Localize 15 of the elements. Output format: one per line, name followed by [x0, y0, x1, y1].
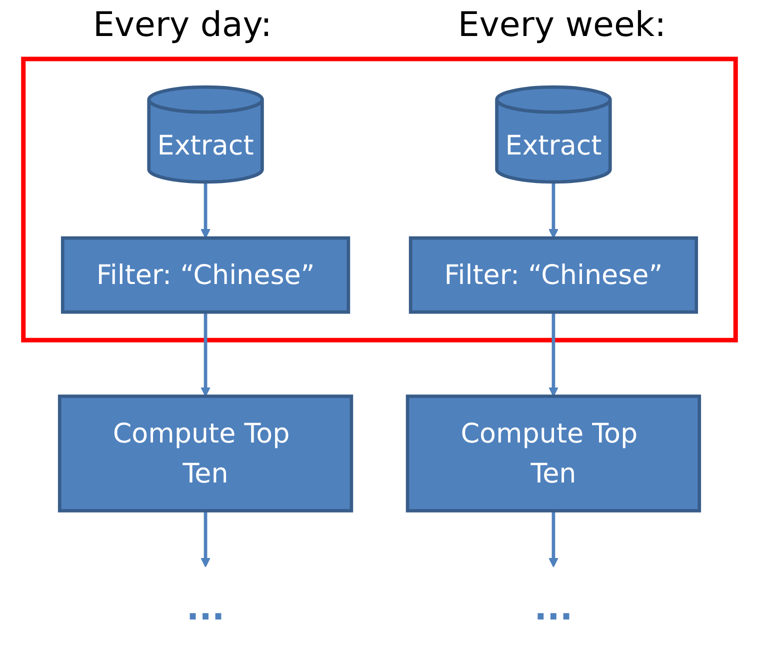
- node-text: ...: [186, 589, 225, 629]
- column-heading: Every day:: [92, 5, 272, 45]
- node-text: ...: [534, 589, 573, 629]
- node-box: Compute Top Ten: [406, 394, 702, 512]
- node-box: Filter: “Chinese”: [408, 236, 698, 314]
- arrow: [200, 182, 210, 238]
- arrow: [548, 312, 558, 397]
- arrow: [548, 182, 558, 238]
- arrow: [200, 510, 210, 568]
- cluster: [21, 56, 738, 342]
- node-box: Compute Top Ten: [58, 394, 354, 512]
- arrow: [200, 312, 210, 397]
- column-heading: Every week:: [458, 5, 666, 45]
- arrow: [548, 510, 558, 568]
- node-box: Filter: “Chinese”: [60, 236, 350, 314]
